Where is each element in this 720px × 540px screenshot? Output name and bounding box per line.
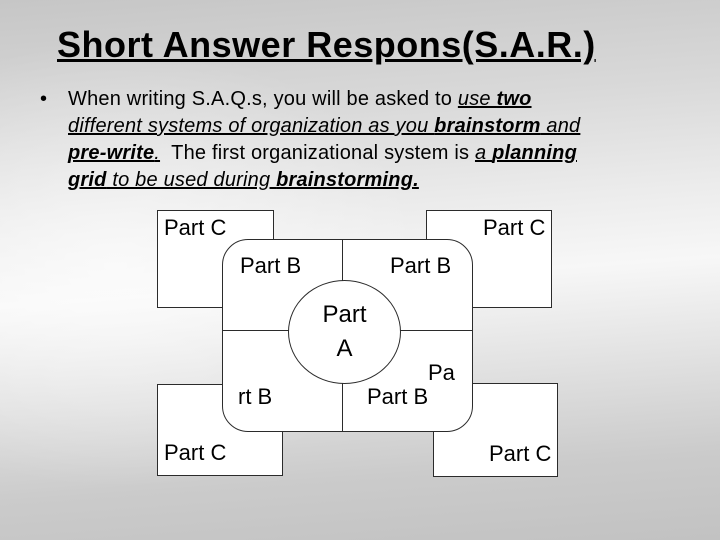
part-c-label-bottom-left: Part C [164,440,227,465]
part-b-label-bottom-left-partial: rt B [238,384,273,409]
part-b-fragment-pa: Pa [428,360,455,385]
part-b-label-bottom-right: Part B [367,384,429,409]
text-line-3: pre-write. The first organizational syst… [68,140,580,167]
text-run-underline-italic: use [457,88,497,110]
text-run-underline-italic: to be used during [106,169,277,191]
part-a-ellipse: Part A [288,280,401,384]
slide-title: Short Answer Respons(S.A.R.) [57,24,596,65]
text-run-bold-italic-underline: pre-write [68,142,155,164]
part-a-label-line1: Part [322,301,367,328]
text-run-bold-italic-underline: planning [492,142,577,164]
part-a-label-line2: A [336,335,353,362]
text-run: When writing S.A.Q.s, you will be asked … [68,88,458,110]
bullet-marker: • [40,88,48,110]
text-run-bold-italic-underline: brainstorming. [276,169,419,191]
text-run-bold-italic-underline: brainstorm [434,115,541,137]
part-b-label-top-right: Part B [390,253,452,278]
text-line-1: When writing S.A.Q.s, you will be asked … [68,86,580,113]
text-line-2: different systems of organization as you… [68,113,580,140]
part-c-label-top-left: Part C [164,215,227,240]
text-run-bold-italic-underline: two [496,88,532,110]
part-c-label-top-right: Part C [483,215,546,240]
text-run-bold-italic-underline: grid [68,169,107,191]
text-line-4: grid to be used during brainstorming. [68,167,580,194]
part-b-label-top-left: Part B [240,253,302,278]
text-run: The first organizational system is [160,142,475,164]
bullet-paragraph: When writing S.A.Q.s, you will be asked … [68,86,580,194]
text-run-underline-italic: and [540,115,581,137]
text-run-underline-italic: . [154,142,161,164]
text-run-underline-italic: different systems of organization as you [68,115,435,137]
text-run-underline-italic: a [474,142,493,164]
part-c-label-bottom-right: Part C [489,441,552,466]
